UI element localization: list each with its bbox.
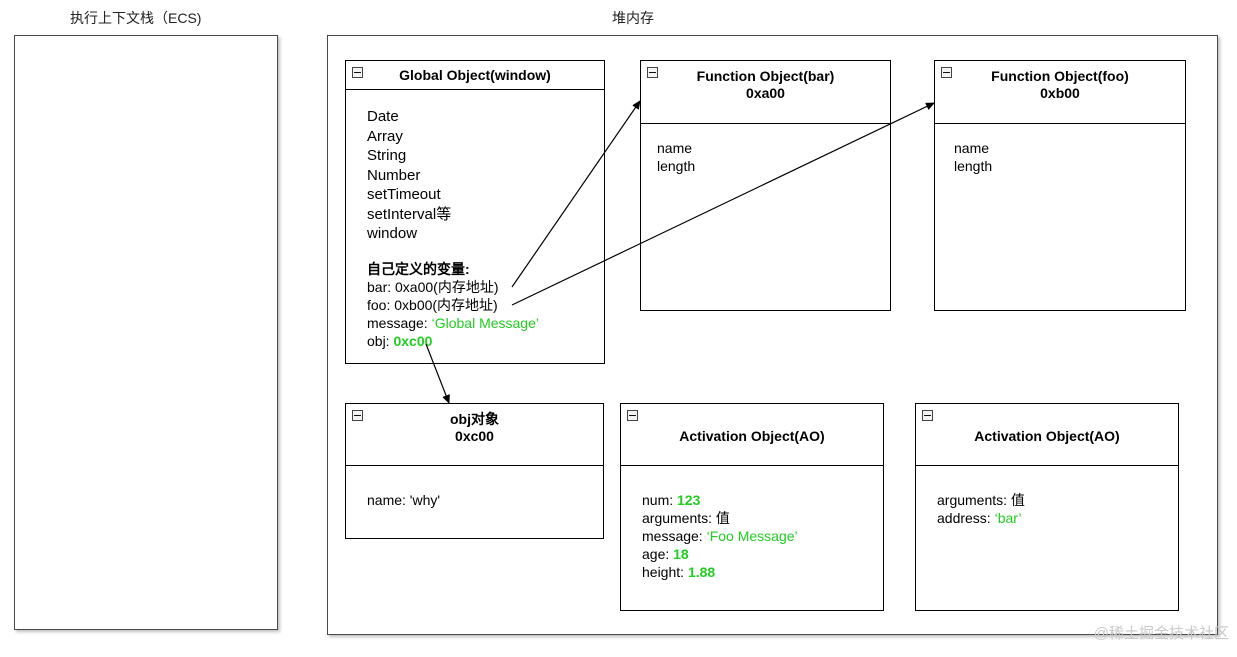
global-object-card: Global Object(window) Date Array String … [345,60,605,364]
global-object-title: Global Object(window) [399,67,551,83]
age-value: 18 [673,546,689,562]
ao-bar-card: Activation Object(AO) arguments: 值 addre… [915,403,1179,611]
prop-item: length [657,158,696,174]
message-var: message: ‘Global Message’ [367,314,539,332]
ecs-panel [14,35,278,630]
ao-bar-header: Activation Object(AO) [916,404,1178,466]
obj-var: obj: 0xc00 [367,332,539,350]
builtins-list: Date Array String Number setTimeout setI… [367,107,451,244]
age-key: age: [642,546,674,562]
function-bar-header: Function Object(bar) 0xa00 [641,61,890,124]
function-bar-card: Function Object(bar) 0xa00 name length [640,60,891,311]
prop-item: length [954,158,993,174]
global-object-header: Global Object(window) [346,61,604,90]
builtin-item: setInterval等 [367,205,452,223]
heap-title: 堆内存 [612,10,654,26]
ao-bar-title: Activation Object(AO) [974,428,1120,444]
obj-key: obj: [367,333,394,349]
ao-foo-props: num: 123 arguments: 值 message: ‘Foo Mess… [642,491,798,581]
builtin-item: String [367,147,407,164]
collapse-icon[interactable] [352,67,363,78]
obj-card: obj对象 0xc00 name: 'why' [345,403,604,539]
function-foo-header: Function Object(foo) 0xb00 [935,61,1185,124]
obj-address: 0xc00 [455,428,494,444]
ao-foo-card: Activation Object(AO) num: 123 arguments… [620,403,884,611]
collapse-icon[interactable] [922,410,933,421]
message-key: message: [642,528,707,544]
message-value: ‘Global Message’ [431,315,539,331]
height-key: height: [642,564,688,580]
collapse-icon[interactable] [627,410,638,421]
builtin-item: Date [367,108,399,125]
builtin-item: setTimeout [367,186,441,203]
message-prop: message: ‘Foo Message’ [642,527,798,545]
watermark: @稀土掘金技术社区 [1093,625,1229,642]
address-prop: address: ‘bar’ [937,509,1025,527]
obj-header: obj对象 0xc00 [346,404,603,466]
custom-vars-heading: 自己定义的变量: [367,261,470,277]
collapse-icon[interactable] [941,67,952,78]
builtin-item: Array [367,127,403,145]
function-foo-card: Function Object(foo) 0xb00 name length [934,60,1186,311]
obj-props: name: 'why' [367,491,440,509]
ao-bar-props: arguments: 值 address: ‘bar’ [937,491,1025,527]
function-bar-title: Function Object(bar) [696,68,835,84]
builtin-item: window [367,225,418,242]
age-prop: age: 18 [642,545,798,563]
obj-title: obj对象 [450,411,499,427]
function-bar-props: name length [657,139,695,175]
num-value: 123 [677,492,701,508]
num-prop: num: 123 [642,491,798,509]
address-key: address: [937,510,995,526]
obj-name-prop: name: 'why' [367,492,441,508]
prop-item: name [954,140,990,156]
height-value: 1.88 [687,564,716,580]
foo-var: foo: 0xb00(内存地址) [367,297,498,313]
message-value: ‘Foo Message’ [706,528,798,544]
collapse-icon[interactable] [352,410,363,421]
function-foo-title: Function Object(foo) [991,68,1129,84]
collapse-icon[interactable] [647,67,658,78]
arguments-prop: arguments: 值 [642,510,730,526]
custom-vars: 自己定义的变量: bar: 0xa00(内存地址) foo: 0xb00(内存地… [367,260,539,350]
obj-value: 0xc00 [393,333,433,349]
function-foo-address: 0xb00 [1040,85,1080,101]
ao-foo-title: Activation Object(AO) [679,428,825,444]
function-bar-address: 0xa00 [746,85,785,101]
ao-foo-header: Activation Object(AO) [621,404,883,466]
function-foo-props: name length [954,139,992,175]
ecs-title: 执行上下文栈（ECS) [70,10,202,26]
arguments-prop: arguments: 值 [937,492,1025,508]
bar-var: bar: 0xa00(内存地址) [367,279,499,295]
num-key: num: [642,492,678,508]
message-key: message: [367,315,432,331]
builtin-item: Number [367,166,421,184]
address-value: ‘bar’ [994,510,1022,526]
prop-item: name [657,140,693,156]
height-prop: height: 1.88 [642,563,798,581]
